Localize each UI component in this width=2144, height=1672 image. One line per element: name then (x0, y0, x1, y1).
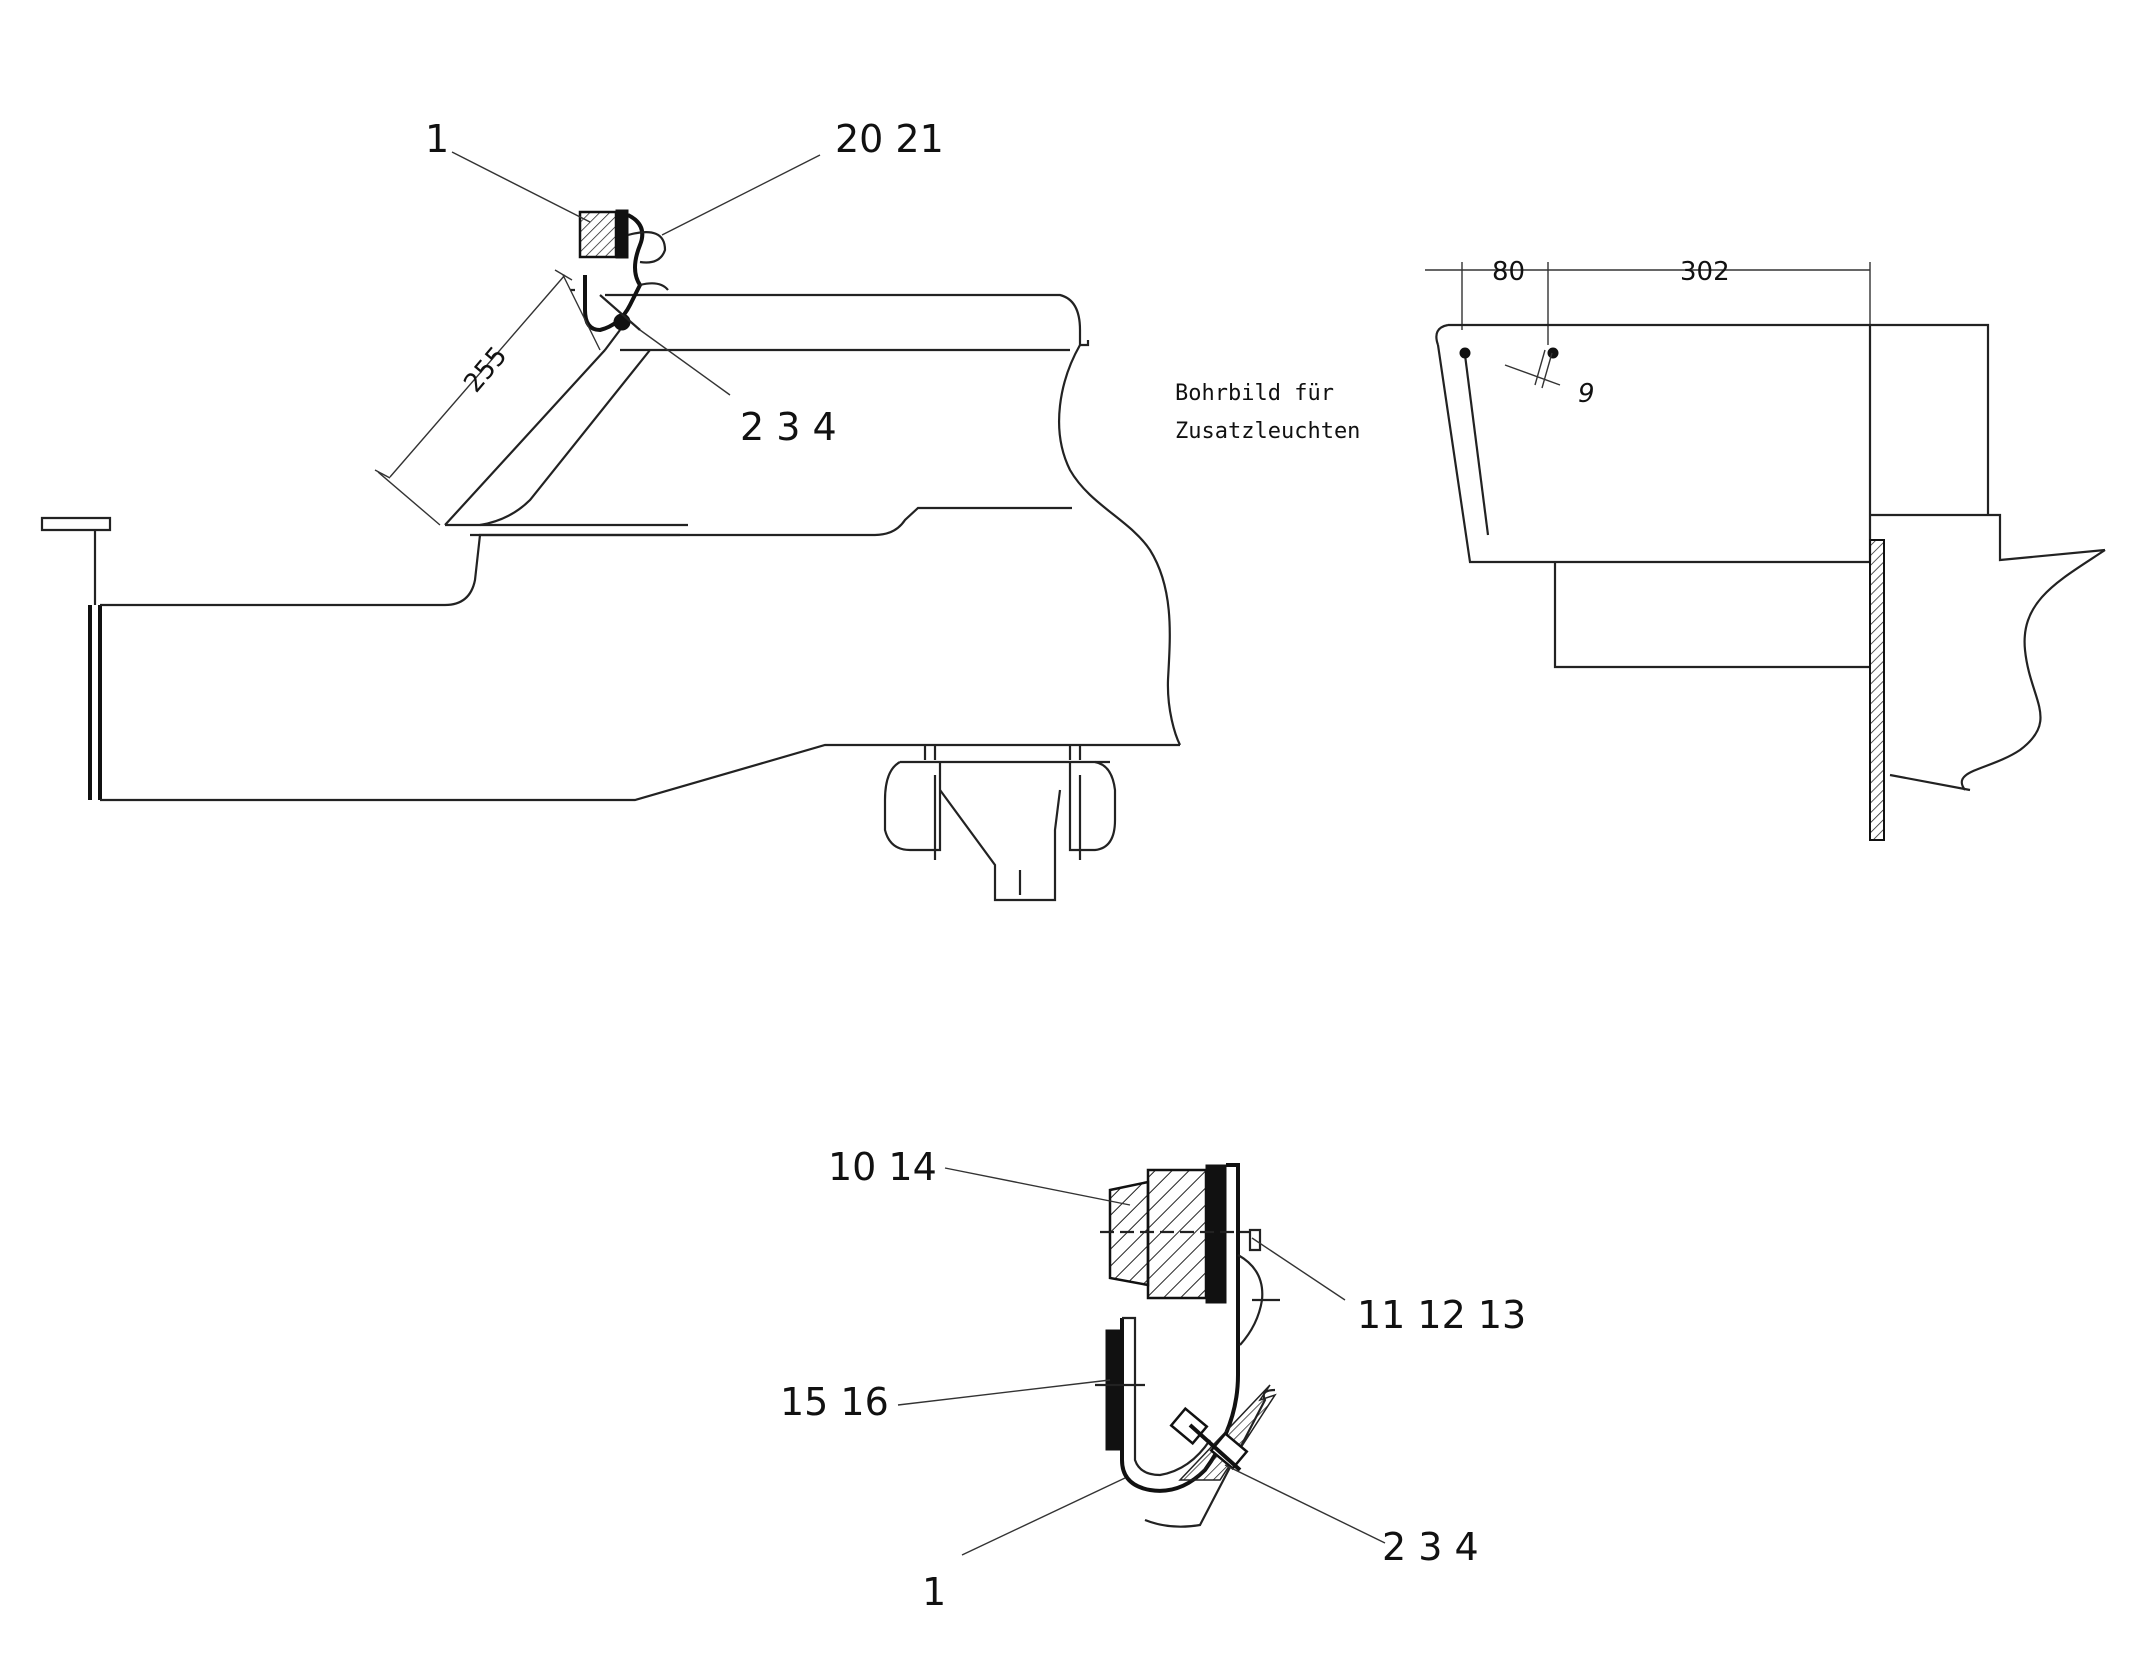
leader-part-1-top (451, 151, 591, 223)
label-part-10-14: 10 14 (828, 1145, 937, 1189)
label-part-20-21: 20 21 (835, 117, 944, 161)
lamp-gasket (1205, 1164, 1227, 1304)
right-break-line (1960, 549, 2106, 791)
drawbar-handle-plate (40, 516, 112, 532)
lamp-detail-view: 10 14 11 12 13 15 16 1 2 3 4 (780, 1145, 1526, 1614)
beam-inner-edge (1463, 354, 1490, 536)
strap-clip (1237, 1228, 1280, 1346)
beam-box (1435, 323, 1990, 564)
lamp-assembly-small (570, 209, 669, 333)
bracket-inner (1122, 1316, 1211, 1477)
leader-part-10-14 (944, 1167, 1131, 1206)
side-view-drawbar: 255 1 20 21 2 3 4 (40, 117, 1181, 902)
drilling-pattern-view: Bohrbild für Zusatzleuchten 80 302 9 (1175, 257, 2106, 841)
lamp-housing (1146, 1168, 1208, 1300)
label-part-2-3-4-top: 2 3 4 (740, 405, 837, 449)
drawbar-post (88, 605, 102, 800)
note-line-1: Bohrbild für (1175, 381, 1334, 406)
lamp-front-cap (1108, 1180, 1150, 1287)
label-part-1-detail: 1 (922, 1570, 946, 1614)
beam-step (1868, 513, 2106, 562)
break-line (1058, 344, 1181, 746)
lower-box (1553, 562, 1870, 669)
leader-part-20-21 (661, 154, 821, 236)
leader-part-11-12-13 (1251, 1237, 1346, 1301)
lamp-lens-seal (615, 209, 629, 259)
dim-80-text: 80 (1492, 257, 1525, 287)
right-bottom-edge (1889, 773, 1971, 792)
dim-9-text: 9 (1578, 379, 1595, 409)
label-part-11-12-13: 11 12 13 (1357, 1293, 1526, 1337)
label-part-1-top: 1 (425, 117, 449, 161)
reflector-plate (1105, 1329, 1121, 1451)
label-part-2-3-4-detail: 2 3 4 (1382, 1525, 1479, 1569)
lamp-clip (627, 231, 669, 291)
hatched-plate (1869, 539, 1885, 841)
leader-part-2-3-4-detail (1224, 1464, 1386, 1544)
hole-2 (1547, 347, 1559, 359)
lamp-bracket (583, 213, 645, 333)
bolt-nut-detail (1169, 1406, 1249, 1472)
upper-box-top (605, 293, 1090, 347)
axle-bracket (883, 745, 1117, 902)
frame-top-edge (100, 506, 1072, 607)
lamp-body-hatched (578, 210, 618, 259)
frame-bottom-edge (100, 743, 1180, 802)
dimension-255: 255 (374, 269, 601, 526)
lamp-bolt (613, 313, 631, 331)
label-part-15-16: 15 16 (780, 1380, 889, 1424)
leader-part-1-detail (961, 1477, 1126, 1556)
mounting-surface (1178, 1384, 1277, 1481)
hole-diameter-marker (1504, 349, 1561, 389)
leader-part-2-3-4-top (639, 329, 731, 396)
dim-302-text: 302 (1680, 257, 1730, 287)
hole-1 (1459, 347, 1471, 359)
note-line-2: Zusatzleuchten (1175, 419, 1360, 444)
leader-part-15-16 (897, 1379, 1111, 1406)
dim-255-text: 255 (458, 341, 513, 398)
sloped-beam (444, 329, 651, 527)
dimension-lines-top (1425, 262, 1871, 345)
